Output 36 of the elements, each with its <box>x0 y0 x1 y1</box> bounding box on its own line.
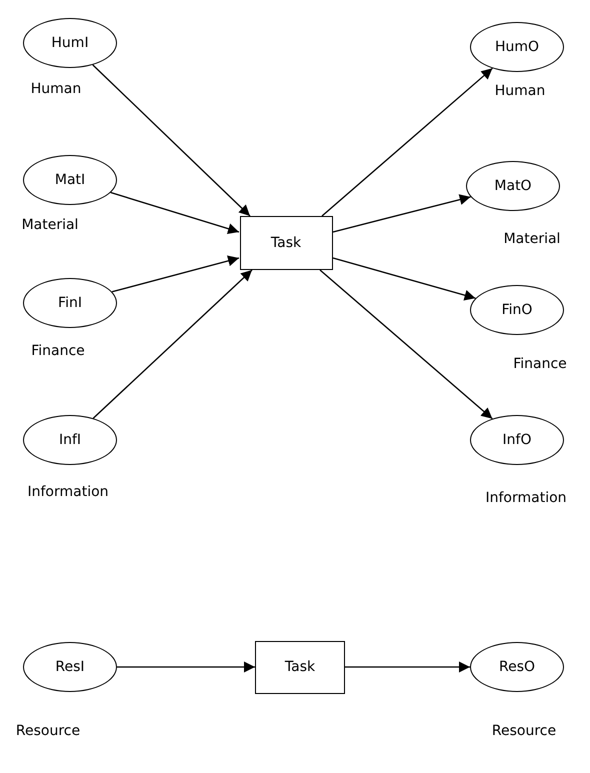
node-label: ResO <box>498 659 536 675</box>
node-label: MatI <box>54 172 86 188</box>
node-caption: Material <box>504 231 560 247</box>
node-caption: Finance <box>513 356 567 372</box>
node-label: MatO <box>494 178 532 194</box>
node-caption: Finance <box>31 343 85 359</box>
node-caption: Resource <box>16 723 80 739</box>
arrow <box>92 64 250 216</box>
node-caption: Human <box>494 83 546 99</box>
node-label: HumO <box>494 39 540 55</box>
node-caption: Human <box>30 81 82 97</box>
node-label: ResI <box>55 659 85 675</box>
node-label: InfI <box>58 432 82 448</box>
arrow <box>345 662 470 672</box>
arrow <box>110 192 240 234</box>
arrow <box>332 194 471 233</box>
node-label: FinO <box>502 302 532 318</box>
node-label: HumI <box>51 35 89 51</box>
arrow <box>112 256 240 292</box>
arrow <box>332 257 476 301</box>
place-ellipse <box>466 161 560 211</box>
node-label: InfO <box>502 432 532 448</box>
task-box <box>240 216 332 270</box>
arrow <box>320 270 493 420</box>
place-ellipse <box>470 285 564 335</box>
task-box <box>255 640 345 694</box>
node-label: Task <box>270 235 302 251</box>
node-label: Task <box>284 659 316 675</box>
node-caption: Material <box>22 217 78 233</box>
node-caption: Resource <box>492 723 556 739</box>
arrow <box>322 68 493 216</box>
node-caption: Information <box>485 490 567 506</box>
arrow <box>92 270 252 419</box>
node-label: FinI <box>58 295 82 311</box>
node-caption: Information <box>27 484 109 500</box>
arrow <box>117 662 255 672</box>
